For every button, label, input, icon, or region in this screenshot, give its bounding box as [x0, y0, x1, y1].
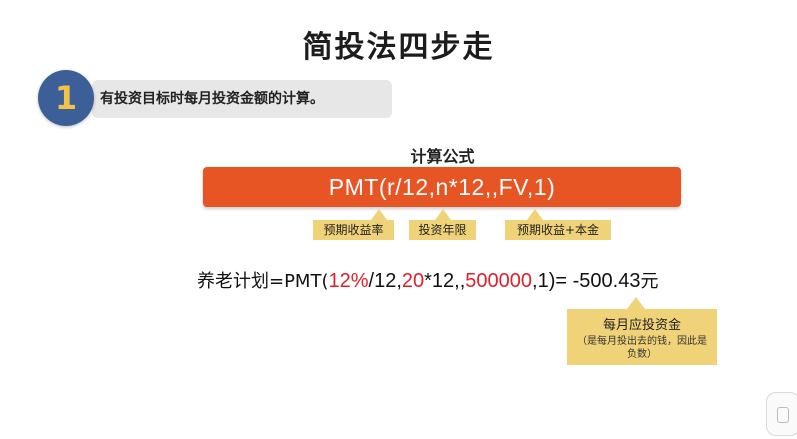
plan-prefix: 养老计划=PMT(: [197, 271, 329, 292]
tag-arrow-fv: [527, 209, 543, 220]
monthly-investment-callout: 每月应投资金 （是每月投出去的钱，因此是负数）: [567, 309, 717, 365]
callout-arrow: [627, 297, 645, 309]
plan-future-value: 500000: [465, 270, 533, 292]
plan-years-suffix: *12,,: [424, 270, 466, 292]
tag-expected-return: 预期收益率: [313, 220, 394, 240]
tag-arrow-years: [435, 209, 451, 220]
plan-years: 20: [401, 270, 425, 292]
faded-top-caption: [0, 0, 234, 12]
callout-title: 每月应投资金: [602, 318, 681, 333]
tag-investment-years: 投资年限: [409, 220, 476, 240]
step-banner: [92, 80, 392, 118]
formula-bar: [203, 167, 681, 207]
step-number-badge: [38, 70, 94, 126]
tag-arrow-rate: [371, 209, 387, 220]
callout-note: （是每月投出去的钱，因此是负数）: [577, 336, 707, 360]
formula-label: 计算公式: [410, 147, 475, 166]
step-description: 有投资目标时每月投资金额的计算。: [100, 91, 324, 107]
plan-result: ,1)= -500.43: [532, 270, 641, 292]
page-title: 简投法四步走: [302, 30, 495, 65]
formula-text: PMT(r/12,n*12,,FV,1): [328, 174, 556, 200]
tag-return-plus-principal: 预期收益+本金: [505, 220, 611, 240]
retirement-plan-formula: 养老计划=PMT(12%/12,20*12,,500000,1)= -500.4…: [197, 267, 658, 293]
plan-rate-suffix: /12,: [368, 270, 402, 292]
plan-unit: 元: [640, 271, 659, 292]
plan-rate: 12%: [328, 270, 369, 292]
step-number: 1: [54, 79, 78, 117]
corner-floating-button[interactable]: [766, 392, 797, 436]
